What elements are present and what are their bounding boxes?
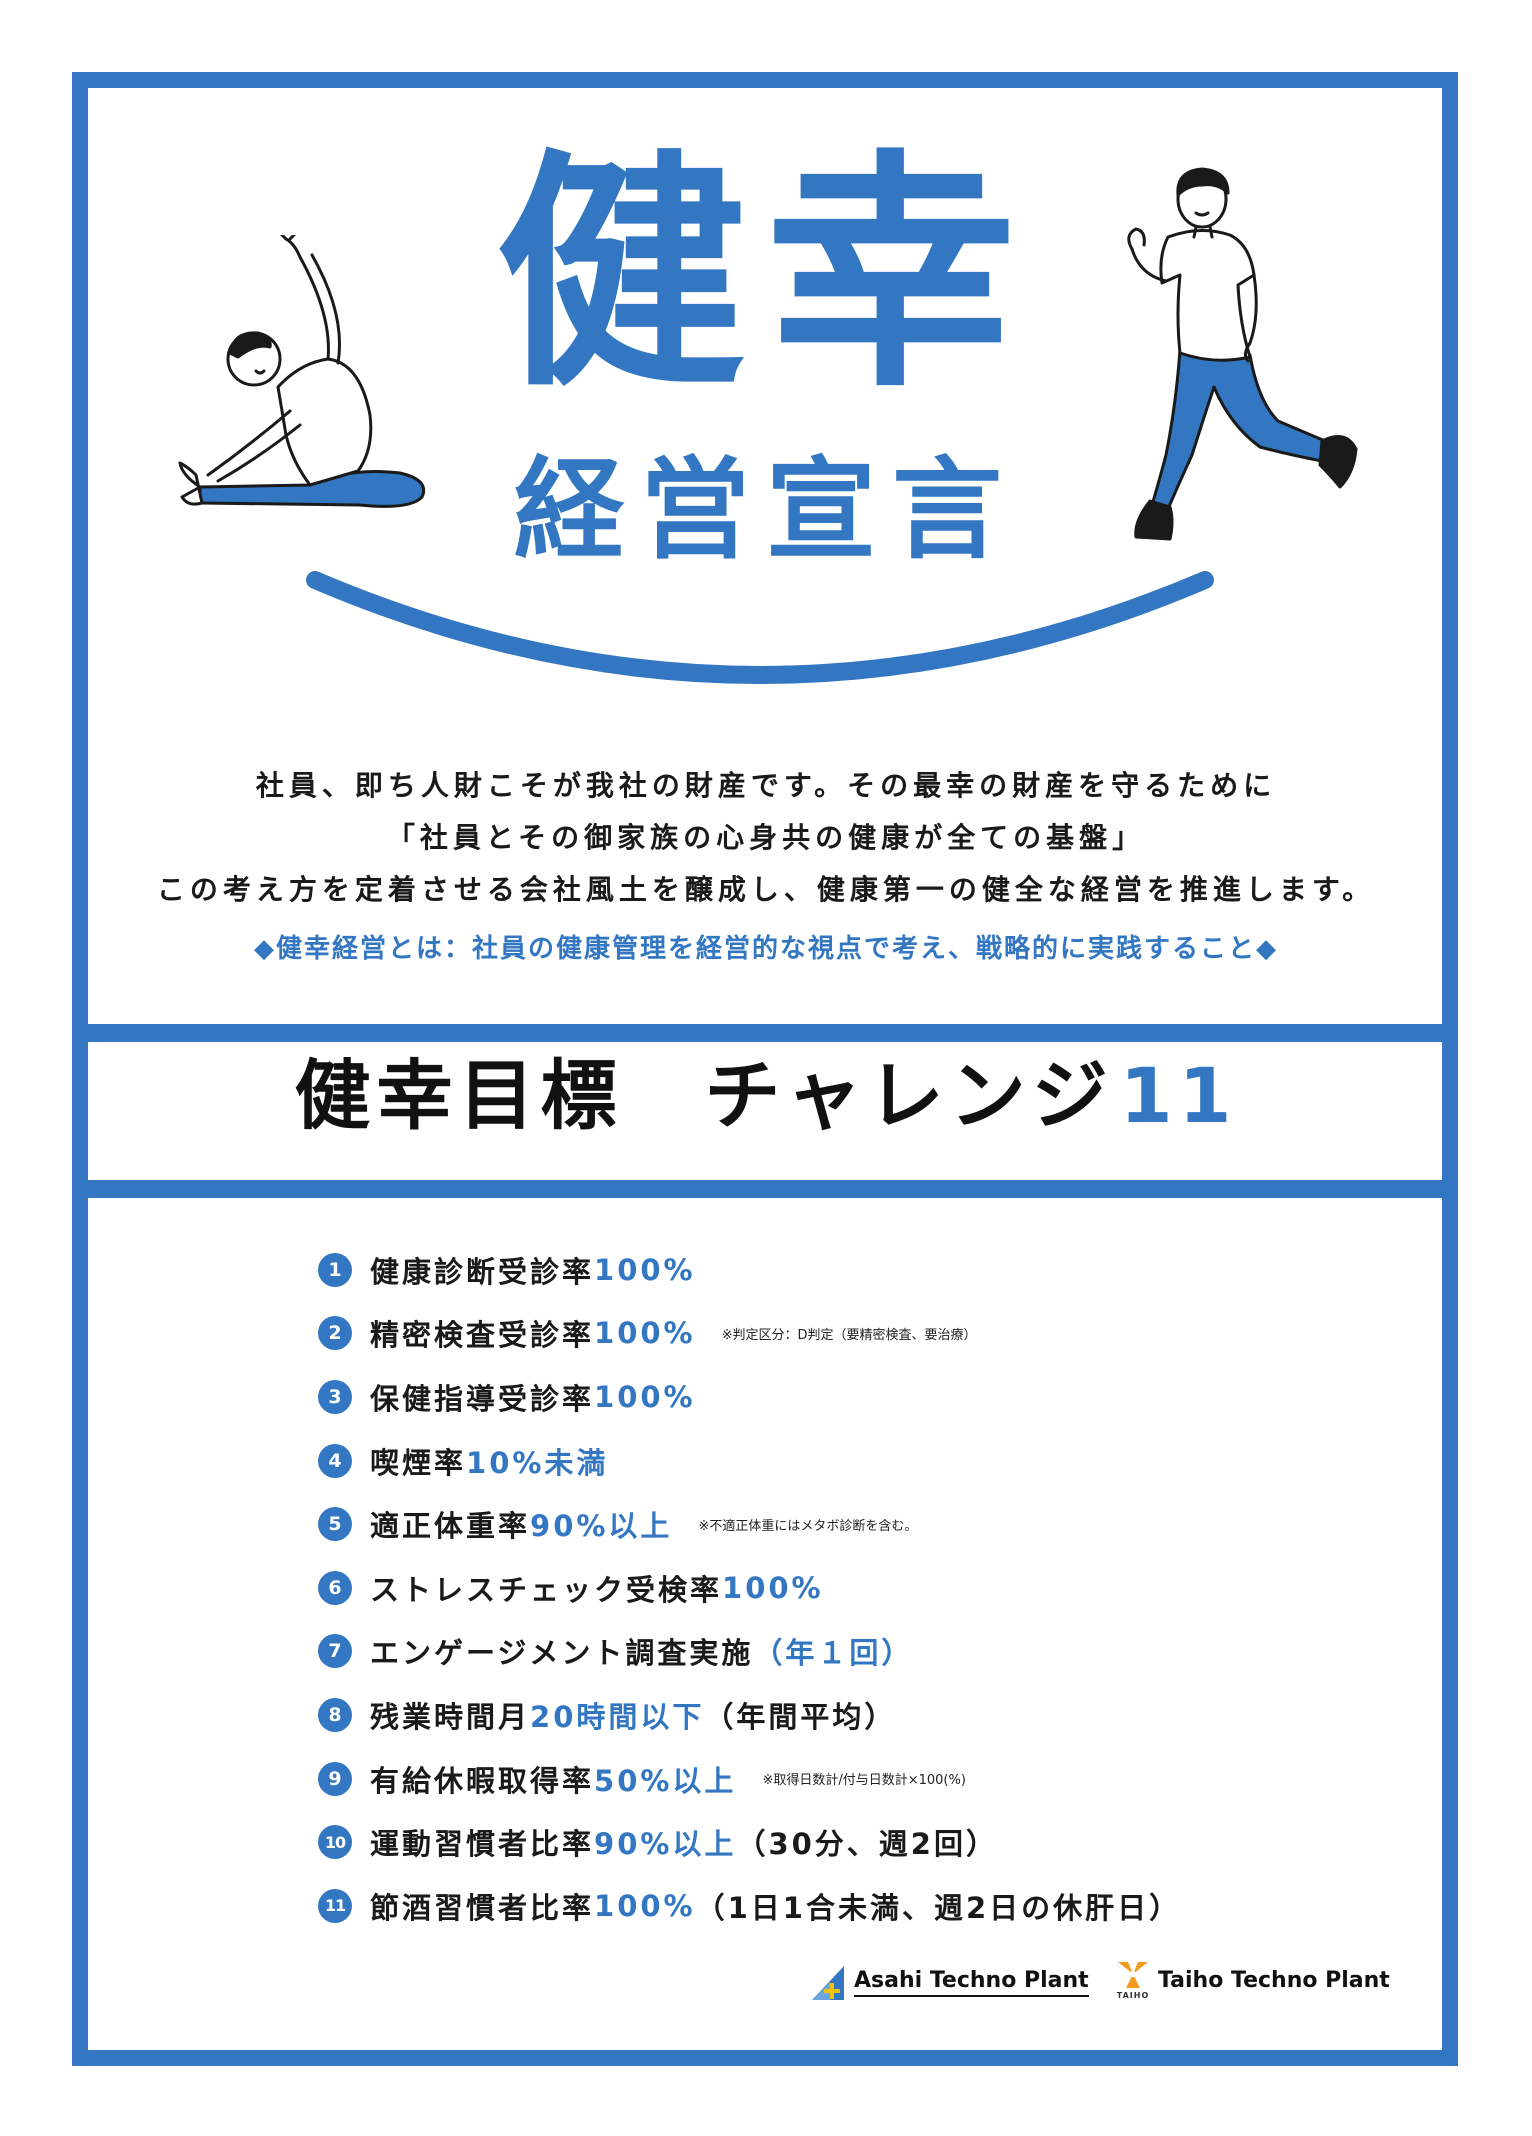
goal-suffix: （30分、週2回） [736, 1827, 998, 1862]
goal-note: ※取得日数計/付与日数計×100(%) [762, 1773, 966, 1789]
goal-number-badge: 2 [318, 1316, 352, 1351]
goal-number-badge: 7 [318, 1634, 352, 1669]
goal-number-badge: 1 [318, 1252, 352, 1287]
goal-list-frame [72, 1182, 1458, 2066]
goal-text: 節酒習慣者比率 [370, 1890, 595, 1925]
goal-text: 残業時間月 [370, 1699, 531, 1734]
goal-suffix: （1日1合未満、週2日の休肝日） [695, 1890, 1182, 1925]
declaration-line: 社員、即ち人財こそが我社の財産です。その最幸の財産を守るために [255, 769, 1277, 802]
goal-text: 適正体重率 [370, 1509, 531, 1544]
stretching-person-illustration [178, 235, 426, 508]
goal-heading-text: 健幸目標 チャレンジ [294, 1051, 1114, 1140]
goal-text: 保健指導受診率 [370, 1381, 595, 1416]
goal-target: 50%以上 [594, 1763, 737, 1798]
goal-text: 有給休暇取得率 [370, 1763, 595, 1798]
goal-target: 100% [722, 1570, 824, 1605]
goal-number-badge: 9 [318, 1761, 352, 1796]
goal-target: （年１回） [753, 1636, 914, 1671]
taiho-logo-text: Taiho Techno Plant [1158, 1967, 1390, 1993]
taiho-mark-icon [1118, 1962, 1148, 1988]
goal-target: 10%未満 [466, 1445, 609, 1480]
goal-target: 100% [594, 1888, 696, 1923]
goal-number-badge: 4 [318, 1443, 352, 1478]
asahi-mark-icon [812, 1966, 844, 2000]
running-person-illustration [1127, 167, 1358, 541]
goal-text: エンゲージメント調査実施 [370, 1636, 754, 1671]
taiho-logo: TAIHO Taiho Techno Plant [1116, 1960, 1390, 2000]
goal-number-badge: 3 [318, 1379, 352, 1414]
definition-tagline: ◆健幸経営とは：社員の健康管理を経営的な視点で考え、戦略的に実践すること◆ [254, 934, 1278, 964]
goal-target: 90%以上 [530, 1509, 673, 1544]
goal-text: 精密検査受診率 [370, 1318, 595, 1353]
goal-item: 7 エンゲージメント調査実施（年１回） [318, 1620, 1418, 1684]
goal-suffix: （年間平均） [704, 1699, 897, 1734]
smile-curve [306, 571, 1214, 684]
goal-text: 健康診断受診率 [370, 1254, 595, 1289]
goal-text: 喫煙率 [370, 1445, 467, 1480]
goal-text: ストレスチェック受検率 [370, 1572, 723, 1607]
goal-target: 100% [594, 1316, 696, 1351]
taiho-mark-text: TAIHO [1116, 1991, 1150, 2000]
goal-number-badge: 10 [318, 1825, 352, 1860]
declaration-line: この考え方を定着させる会社風土を醸成し、健康第一の健全な経営を推進します。 [156, 873, 1376, 906]
goal-target: 100% [594, 1379, 696, 1414]
page-title: 健幸 [496, 129, 1036, 420]
goal-note: ※不適正体重にはメタボ診断を含む。 [698, 1518, 918, 1534]
taiho-mark: TAIHO [1116, 1960, 1150, 2000]
goal-note: ※判定区分：D判定（要精密検査、要治療） [721, 1327, 977, 1343]
goal-number-badge: 6 [318, 1570, 352, 1605]
goal-target: 20時間以下 [530, 1699, 705, 1734]
goal-text: 運動習慣者比率 [370, 1827, 595, 1862]
page-subtitle: 経営宣言 [514, 446, 1018, 574]
goal-heading: 健幸目標 チャレンジ11 [0, 1058, 1532, 1134]
asahi-logo-text: Asahi Techno Plant [854, 1968, 1089, 1997]
goal-target: 100% [594, 1252, 696, 1287]
goal-number-badge: 8 [318, 1697, 352, 1732]
declaration-text: 社員、即ち人財こそが我社の財産です。その最幸の財産を守るために 「社員とその御家… [0, 760, 1532, 916]
asahi-logo: Asahi Techno Plant [808, 1962, 1089, 2002]
declaration-line: 「社員とその御家族の心身共の健康が全ての基盤」 [386, 821, 1146, 854]
goal-number-badge: 11 [318, 1888, 352, 1923]
goal-number-badge: 5 [318, 1507, 352, 1542]
goal-heading-number: 11 [1119, 1051, 1238, 1140]
goal-target: 90%以上 [594, 1827, 737, 1862]
